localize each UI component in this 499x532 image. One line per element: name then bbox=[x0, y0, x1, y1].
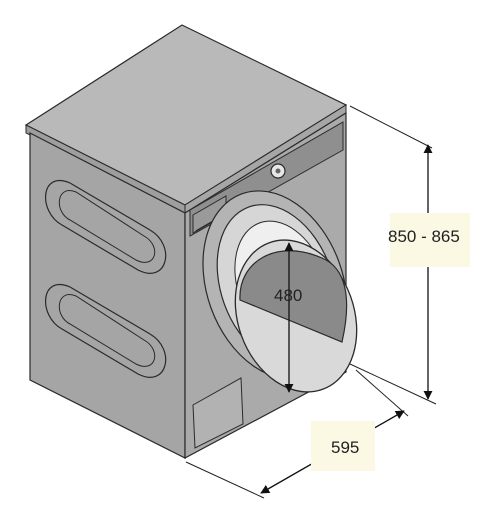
program-knob-center bbox=[275, 168, 281, 174]
side-panel-recess-upper bbox=[44, 180, 167, 274]
washing-machine bbox=[24, 24, 358, 460]
width-label: 595 bbox=[331, 438, 359, 457]
side-panel-recess-lower bbox=[44, 284, 167, 378]
width-dimension: 595 bbox=[185, 369, 409, 499]
door-dimension: 480 bbox=[274, 242, 302, 393]
filter-access-panel bbox=[192, 377, 244, 449]
height-label: 850 - 865 bbox=[388, 227, 460, 246]
height-dimension: 850 - 865 bbox=[349, 105, 470, 405]
door-label: 480 bbox=[274, 286, 302, 305]
